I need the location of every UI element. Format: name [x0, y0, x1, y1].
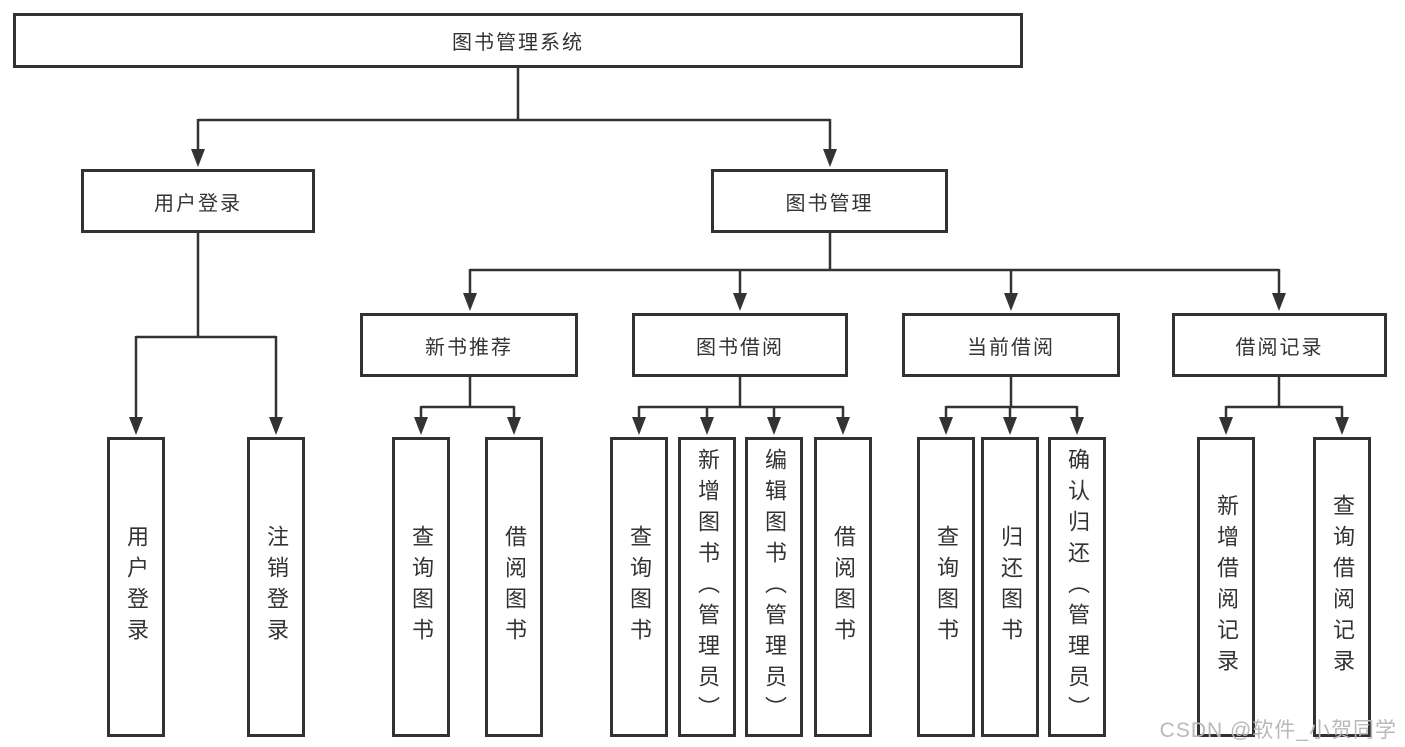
csdn-watermark: CSDN @软件_小贺同学	[1159, 719, 1397, 742]
leaf-query-borrow-record: 查询借阅记录	[1313, 437, 1371, 737]
node-label: 当前借阅	[967, 336, 1055, 359]
node-label: 新书推荐	[425, 336, 513, 359]
node-label: 编辑图书（管理员）	[762, 447, 787, 727]
node-book-management-system: 图书管理系统	[13, 13, 1023, 68]
node-label: 新增图书（管理员）	[695, 447, 720, 727]
leaf-logout: 注销登录	[247, 437, 305, 737]
node-current-borrow: 当前借阅	[902, 313, 1120, 377]
node-label: 借阅图书	[831, 525, 856, 649]
leaf-return-books: 归还图书	[981, 437, 1039, 737]
leaf-user-login: 用户登录	[107, 437, 165, 737]
connector-root-to-level2	[191, 68, 837, 167]
leaf-confirm-return-admin: 确认归还（管理员）	[1048, 437, 1106, 737]
connector-book-borrow-children	[632, 377, 850, 435]
node-book-borrow: 图书借阅	[632, 313, 848, 377]
node-label: 归还图书	[998, 525, 1023, 649]
node-borrow-records: 借阅记录	[1172, 313, 1387, 377]
node-new-book-recommend: 新书推荐	[360, 313, 578, 377]
node-label: 查询图书	[934, 525, 959, 649]
node-label: 图书借阅	[696, 336, 784, 359]
leaf-query-books-current: 查询图书	[917, 437, 975, 737]
leaf-edit-books-admin: 编辑图书（管理员）	[745, 437, 803, 737]
node-label: 借阅图书	[502, 525, 527, 649]
node-label: 查询图书	[409, 525, 434, 649]
node-label: 注销登录	[264, 525, 289, 649]
node-label: 用户登录	[154, 192, 242, 215]
node-book-management: 图书管理	[711, 169, 948, 233]
node-label: 图书管理系统	[452, 32, 584, 54]
leaf-add-borrow-record: 新增借阅记录	[1197, 437, 1255, 737]
connector-current-borrow-children	[939, 377, 1084, 435]
connector-user-login-children	[129, 233, 283, 435]
leaf-borrow-books-recommend: 借阅图书	[485, 437, 543, 737]
node-label: 用户登录	[124, 525, 149, 649]
connector-new-book-children	[414, 377, 521, 435]
node-label: 借阅记录	[1235, 336, 1324, 359]
node-label: 新增借阅记录	[1214, 494, 1239, 680]
node-user-login: 用户登录	[81, 169, 315, 233]
node-label: 确认归还（管理员）	[1065, 447, 1090, 727]
connector-book-management-children	[463, 233, 1286, 311]
leaf-borrow-books: 借阅图书	[814, 437, 872, 737]
connector-borrow-records-children	[1219, 377, 1349, 435]
leaf-query-books-borrow: 查询图书	[610, 437, 668, 737]
node-label: 查询图书	[627, 525, 652, 649]
node-label: 图书管理	[785, 192, 874, 215]
leaf-add-books-admin: 新增图书（管理员）	[678, 437, 736, 737]
node-label: 查询借阅记录	[1330, 494, 1355, 680]
leaf-query-books-recommend: 查询图书	[392, 437, 450, 737]
